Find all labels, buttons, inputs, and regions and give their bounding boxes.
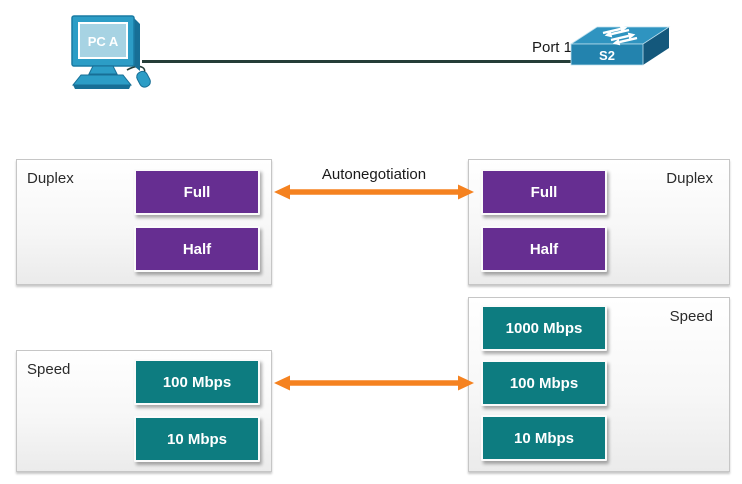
speed-option-100-switch[interactable]: 100 Mbps: [481, 360, 607, 406]
speed-panel-pc: Speed 100 Mbps 10 Mbps: [16, 350, 272, 472]
panel-label: Duplex: [666, 170, 713, 187]
pc-icon: PC A: [71, 15, 151, 89]
duplex-option-half-switch[interactable]: Half: [481, 226, 607, 272]
duplex-option-full-pc[interactable]: Full: [134, 169, 260, 215]
autonegotiation-label: Autonegotiation: [321, 166, 427, 183]
autonegotiation-arrow-speed: [274, 375, 474, 391]
autonegotiation-arrow-duplex: [274, 184, 474, 200]
pc-monitor: PC A: [71, 15, 140, 71]
speed-option-10-pc[interactable]: 10 Mbps: [134, 416, 260, 462]
switch-icon: S2: [569, 22, 671, 66]
duplex-option-half-pc[interactable]: Half: [134, 226, 260, 272]
speed-option-10-switch[interactable]: 10 Mbps: [481, 415, 607, 461]
pc-mouse: [136, 70, 151, 88]
port-label: Port 1: [531, 39, 572, 56]
switch-label: S2: [599, 48, 615, 63]
panel-label: Speed: [669, 308, 713, 325]
pc-label: PC A: [88, 34, 119, 49]
panel-label: Speed: [27, 361, 71, 378]
duplex-panel-switch: Duplex Full Half: [468, 159, 730, 285]
ethernet-link-line: [142, 60, 578, 63]
duplex-option-full-switch[interactable]: Full: [481, 169, 607, 215]
pc-keyboard: [71, 65, 133, 89]
speed-option-1000-switch[interactable]: 1000 Mbps: [481, 305, 607, 351]
speed-panel-switch: Speed 1000 Mbps 100 Mbps 10 Mbps: [468, 297, 730, 472]
panel-label: Duplex: [27, 170, 74, 187]
speed-option-100-pc[interactable]: 100 Mbps: [134, 359, 260, 405]
duplex-panel-pc: Duplex Full Half: [16, 159, 272, 285]
